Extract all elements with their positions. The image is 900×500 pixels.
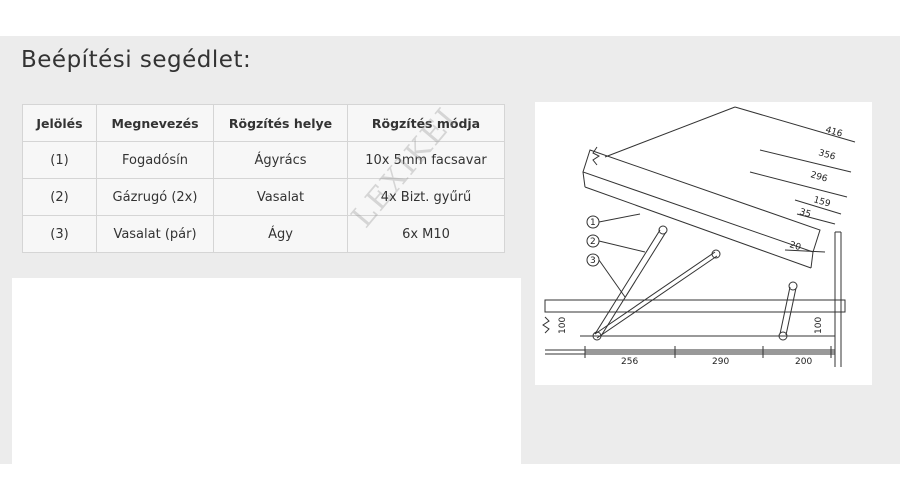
pivot-point xyxy=(788,281,798,291)
rear-arm xyxy=(779,286,791,335)
cell-rogzites-modja: 10x 5mm facsavar xyxy=(347,141,505,179)
header-rogzites-helye: Rögzítés helye xyxy=(213,104,348,142)
dimension-line xyxy=(794,199,842,215)
bed-panel-underside xyxy=(584,186,812,269)
cell-rogzites-modja: 4x Bizt. gyűrű xyxy=(347,178,505,216)
dimension-leader xyxy=(604,106,736,158)
rear-arm xyxy=(785,287,797,336)
table-row: (2) Gázrugó (2x) Vasalat 4x Bizt. gyűrű xyxy=(22,178,505,216)
cell-rogzites-helye: Ágyrács xyxy=(213,141,348,179)
part-label: 3 xyxy=(590,256,596,266)
cell-megnevezes: Fogadósín xyxy=(96,141,214,179)
cell-jeloles: (2) xyxy=(22,178,97,216)
header-rogzites-modja: Rögzítés módja xyxy=(347,104,505,142)
dimension-line xyxy=(796,213,836,225)
pivot-point xyxy=(711,249,721,259)
bed-panel-edge xyxy=(582,171,586,188)
part-label: 2 xyxy=(590,237,596,247)
dim-label: 100 xyxy=(814,317,824,334)
mechanism-arm xyxy=(596,255,718,339)
pivot-point xyxy=(658,225,668,235)
dim-label: 356 xyxy=(817,148,837,162)
part-leader xyxy=(598,259,626,298)
break-mark xyxy=(542,316,550,334)
section-title: Beépítési segédlet: xyxy=(21,47,252,73)
dim-label: 35 xyxy=(798,207,812,220)
dim-label: 416 xyxy=(824,125,844,139)
dim-label: 256 xyxy=(621,357,638,367)
diagram-svg: 416 356 296 159 35 20 256 290 200 100 10… xyxy=(542,106,856,367)
part-leader xyxy=(598,213,641,223)
break-mark xyxy=(592,146,600,166)
dim-label: 159 xyxy=(812,195,832,209)
dim-label: 200 xyxy=(795,357,812,367)
bed-panel xyxy=(582,149,821,253)
cell-jeloles: (3) xyxy=(22,215,97,253)
bed-panel-edge xyxy=(810,251,814,269)
cell-jeloles: (1) xyxy=(22,141,97,179)
dimension-line xyxy=(784,249,826,253)
dim-label: 20 xyxy=(788,240,802,253)
dimension-line xyxy=(734,106,856,143)
mechanism-arm xyxy=(594,251,716,335)
gas-spring xyxy=(600,231,667,337)
gas-spring xyxy=(594,229,661,335)
blank-area xyxy=(12,278,521,464)
header-megnevezes: Megnevezés xyxy=(96,104,214,142)
table-row: (1) Fogadósín Ágyrács 10x 5mm facsavar xyxy=(22,141,505,179)
installation-table: Jelölés Megnevezés Rögzítés helye Rögzít… xyxy=(22,104,505,253)
dim-label: 100 xyxy=(558,317,568,334)
part-label: 1 xyxy=(590,218,596,228)
table-row: (3) Vasalat (pár) Ágy 6x M10 xyxy=(22,215,505,253)
cell-rogzites-modja: 6x M10 xyxy=(347,215,505,253)
cell-megnevezes: Vasalat (pár) xyxy=(96,215,214,253)
table-header-row: Jelölés Megnevezés Rögzítés helye Rögzít… xyxy=(22,104,505,142)
cell-rogzites-helye: Vasalat xyxy=(213,178,348,216)
cell-rogzites-helye: Ágy xyxy=(213,215,348,253)
dimension-line xyxy=(759,149,852,173)
installation-diagram: 416 356 296 159 35 20 256 290 200 100 10… xyxy=(535,102,872,385)
dim-label: 290 xyxy=(712,357,729,367)
frame-rail xyxy=(544,299,846,313)
dimension-line xyxy=(749,171,848,198)
cell-megnevezes: Gázrugó (2x) xyxy=(96,178,214,216)
header-jeloles: Jelölés xyxy=(22,104,97,142)
dim-label: 296 xyxy=(809,170,829,184)
part-leader xyxy=(598,240,646,253)
